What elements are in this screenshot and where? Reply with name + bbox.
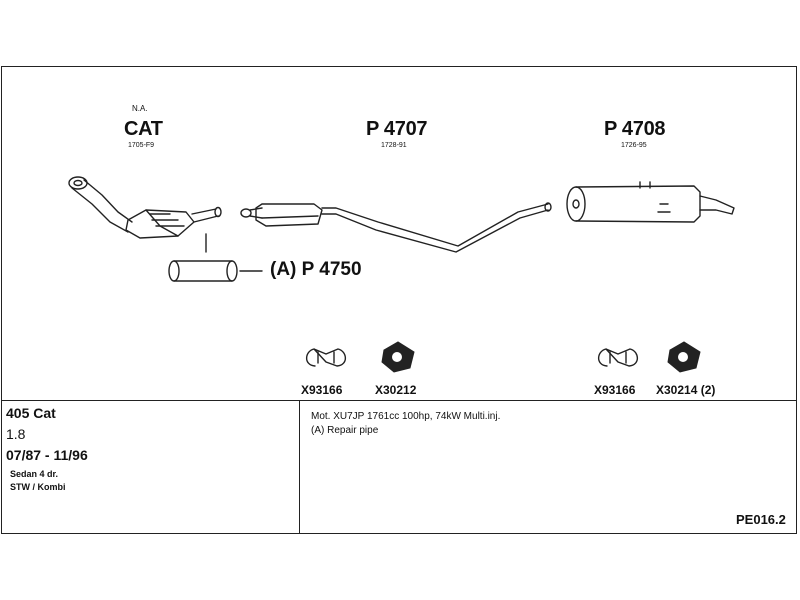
p4707-number: 1728-91 [381, 142, 407, 149]
gasket-icon [667, 341, 701, 373]
clamp-icon [597, 348, 639, 367]
divider-horizontal [1, 400, 797, 401]
repair-note: (A) Repair pipe [311, 425, 379, 436]
vehicle-years: 07/87 - 11/96 [6, 447, 88, 463]
hardware-code: X30214 (2) [656, 383, 716, 397]
rear-silencer-icon [566, 181, 735, 223]
clamp-icon [305, 348, 347, 367]
hardware-code: X30212 [375, 383, 417, 397]
cat-number: 1705-F9 [128, 142, 155, 149]
p4708-label: P 4708 [604, 118, 666, 140]
vehicle-body-sedan: Sedan 4 dr. [10, 469, 59, 479]
p4750-label: (A) P 4750 [270, 259, 362, 280]
middle-silencer-icon [240, 202, 552, 253]
p4708-number: 1726-95 [621, 142, 647, 149]
gasket-icon [381, 341, 415, 373]
catalytic-converter-icon [68, 176, 222, 239]
diagram-code: PE016.2 [736, 512, 786, 527]
p4707-label: P 4707 [366, 118, 428, 140]
engine-note: Mot. XU7JP 1761cc 100hp, 74kW Multi.inj. [311, 411, 501, 422]
vehicle-model: 405 Cat [6, 405, 56, 421]
hardware-code: X93166 [594, 383, 636, 397]
vehicle-engine: 1.8 [6, 426, 26, 442]
vehicle-body-stw: STW / Kombi [10, 482, 66, 492]
hardware-code: X93166 [301, 383, 343, 397]
cat-prefix: N.A. [132, 104, 148, 113]
diagram-frame [1, 66, 797, 534]
divider-vertical [299, 400, 300, 534]
cat-label: CAT [124, 118, 163, 140]
repair-pipe-icon [168, 260, 238, 282]
